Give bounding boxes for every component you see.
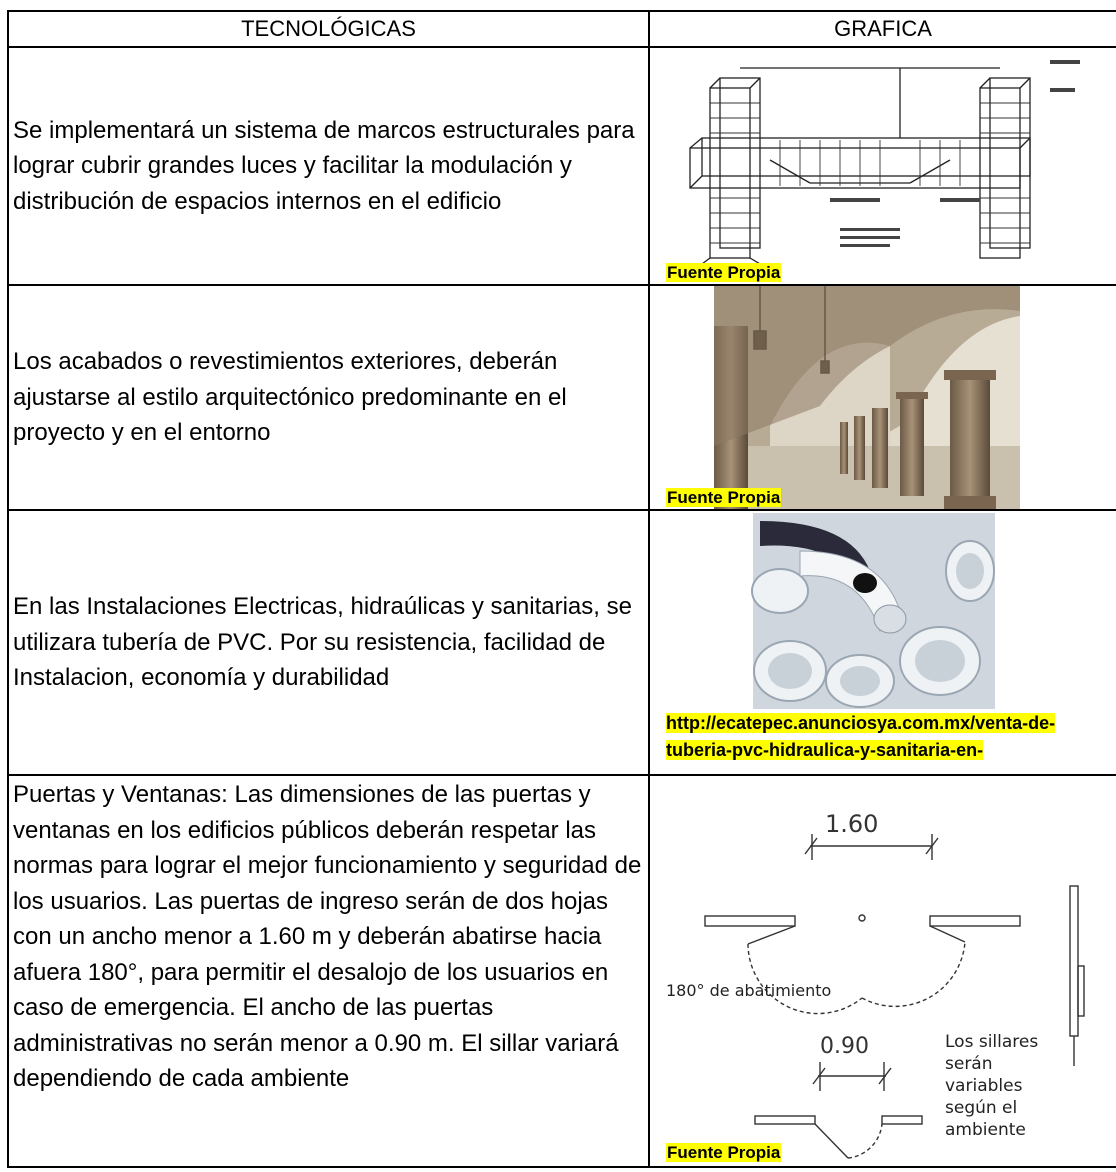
colonial-arcade-photo (714, 287, 1020, 508)
table-row: Puertas y Ventanas: Las dimensiones de l… (7, 774, 1116, 1168)
source-caption: Fuente Propia (666, 1143, 782, 1162)
dim-1-60: 1.60 (825, 810, 878, 838)
pvc-pipes-photo (751, 513, 995, 709)
source-caption: Fuente Propia (666, 263, 782, 282)
sill-note: Los sillares serán variables según el am… (945, 1032, 1039, 1140)
table-row: Los acabados o revestimientos exteriores… (7, 284, 1116, 511)
table-row: Se implementará un sistema de marcos est… (7, 46, 1116, 286)
source-caption: Fuente Propia (666, 488, 782, 507)
header-grafica: GRAFICA (648, 10, 1116, 48)
table-row: En las Instalaciones Electricas, hidraúl… (7, 509, 1116, 776)
pvc-photo-cell: http://ecatepec.anunciosya.com.mx/venta-… (648, 509, 1116, 776)
row-text: Se implementará un sistema de marcos est… (7, 46, 650, 286)
row-text: Puertas y Ventanas: Las dimensiones de l… (7, 774, 650, 1168)
row-text: En las Instalaciones Electricas, hidraúl… (7, 509, 650, 776)
source-url[interactable]: http://ecatepec.anunciosya.com.mx/venta-… (666, 713, 1056, 760)
door-diagram-cell: 1.60 0.90 180° de abatimiento Los sillar… (648, 774, 1116, 1168)
swing-label: 180° de abatimiento (666, 981, 831, 1000)
arcade-photo-cell: Fuente Propia (648, 284, 1116, 511)
structural-frame-cell: Fuente Propia (648, 46, 1116, 286)
structural-frame-drawing (689, 60, 1080, 274)
technology-table: TECNOLÓGICAS GRAFICA Se implementará un … (7, 10, 1116, 1168)
table-header-row: TECNOLÓGICAS GRAFICA (7, 10, 1116, 48)
door-dimensions-diagram: 1.60 0.90 180° de abatimiento (666, 810, 1085, 1159)
row-text: Los acabados o revestimientos exteriores… (7, 284, 650, 511)
dim-0-90: 0.90 (820, 1034, 869, 1059)
header-tecnologicas: TECNOLÓGICAS (7, 10, 650, 48)
